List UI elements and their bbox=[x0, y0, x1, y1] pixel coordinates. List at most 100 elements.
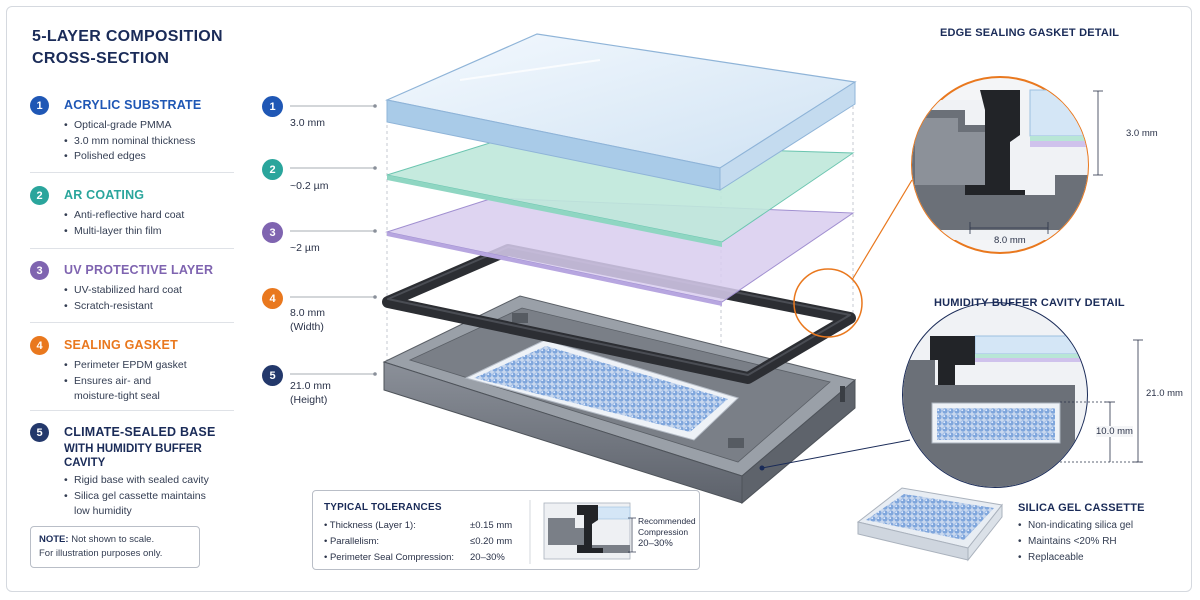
bullet: Multi-layer thin film bbox=[64, 224, 236, 240]
layer-number-badge: 2 bbox=[30, 186, 49, 205]
indicator-badge-4: 4 bbox=[262, 288, 283, 309]
leader-dot bbox=[373, 104, 377, 108]
bullet: Rigid base with sealed cavity bbox=[64, 473, 236, 489]
gasket-callout-circle bbox=[793, 268, 863, 338]
leader-dot bbox=[373, 229, 377, 233]
layer-title: SEALING GASKET bbox=[64, 338, 178, 352]
leader-dot bbox=[373, 295, 377, 299]
bullet-continuation: moisture-tight seal bbox=[74, 390, 160, 402]
bullet: Anti-reflective hard coat bbox=[64, 208, 236, 224]
layer-3-thickness: ~2 µm bbox=[290, 242, 320, 254]
layer-5-height: 21.0 mm (Height) bbox=[290, 379, 331, 407]
tolerances-title: TYPICAL TOLERANCES bbox=[324, 502, 442, 513]
layer-number-badge: 4 bbox=[30, 336, 49, 355]
bullet: UV-stabilized hard coat bbox=[64, 283, 236, 299]
legend-layer-3: 3 UV PROTECTIVE LAYER UV-stabilized hard … bbox=[30, 261, 236, 314]
layer-bullets: Rigid base with sealed cavity Silica gel… bbox=[64, 473, 236, 520]
tolerance-value: ≤0.20 mm bbox=[470, 536, 513, 547]
layer-number-badge: 3 bbox=[30, 261, 49, 280]
cassette-bullets: Non-indicating silica gel Maintains <20%… bbox=[1018, 518, 1133, 566]
leader-dot bbox=[373, 166, 377, 170]
legend-layer-1: 1 ACRYLIC SUBSTRATE Optical-grade PMMA 3.… bbox=[30, 96, 236, 165]
callout-leader-edge bbox=[851, 179, 913, 281]
tolerance-value: ±0.15 mm bbox=[470, 520, 513, 531]
layer-2-thickness: ~0.2 µm bbox=[290, 180, 329, 192]
bullet: Silica gel cassette maintains bbox=[64, 489, 236, 505]
cassette-bullet: Maintains <20% RH bbox=[1018, 534, 1133, 550]
tolerance-label: Parallelism: bbox=[329, 536, 380, 547]
diagram-frame bbox=[6, 6, 1192, 592]
acrylic-layer-1 bbox=[385, 33, 857, 191]
layer-5-height-value: 21.0 mm bbox=[290, 380, 331, 392]
note-line-2: For illustration purposes only. bbox=[39, 548, 163, 559]
legend-layer-5: 5 CLIMATE-SEALED BASE WITH HUMIDITY BUFFE… bbox=[30, 423, 236, 520]
indicator-leaders bbox=[290, 105, 375, 375]
title-line-1: 5-LAYER COMPOSITION bbox=[32, 28, 223, 45]
layer-number-badge: 1 bbox=[30, 96, 49, 115]
note-label: NOTE: bbox=[39, 534, 69, 545]
cassette-title: SILICA GEL CASSETTE bbox=[1018, 502, 1145, 514]
edge-detail-height: 3.0 mm bbox=[1126, 128, 1158, 139]
ar-layer-edge bbox=[387, 175, 722, 247]
tolerance-label: Thickness (Layer 1): bbox=[329, 520, 416, 531]
indicator-badge-3: 3 bbox=[262, 222, 283, 243]
compression-mini-diagram bbox=[529, 500, 636, 564]
cassette-bullet: Replaceable bbox=[1018, 550, 1133, 566]
rec-line-1: Recommended bbox=[638, 516, 696, 526]
bullet: Ensures air- and bbox=[64, 374, 236, 390]
legend-divider bbox=[30, 172, 234, 173]
leader-dot bbox=[373, 372, 377, 376]
tolerances-box bbox=[312, 490, 700, 570]
bullet: Polished edges bbox=[64, 149, 236, 165]
layer-bullets: Perimeter EPDM gasket Ensures air- and m… bbox=[64, 358, 236, 405]
bullet: 3.0 mm nominal thickness bbox=[64, 134, 236, 150]
title-line-2: CROSS-SECTION bbox=[32, 50, 170, 67]
layer-number-badge: 5 bbox=[30, 423, 49, 442]
tolerance-label: Perimeter Seal Compression: bbox=[329, 552, 455, 563]
bullet: Optical-grade PMMA bbox=[64, 118, 236, 134]
scale-note: NOTE: Not shown to scale. For illustrati… bbox=[30, 526, 200, 568]
cavity-detail-title: HUMIDITY BUFFER CAVITY DETAIL bbox=[934, 297, 1125, 309]
legend-divider bbox=[30, 248, 234, 249]
corner-post bbox=[728, 438, 744, 448]
legend-divider bbox=[30, 410, 234, 411]
base-layer-5 bbox=[382, 295, 857, 505]
page-title: 5-LAYER COMPOSITION CROSS-SECTION bbox=[32, 26, 223, 70]
cavity-total-height: 21.0 mm bbox=[1146, 388, 1183, 399]
layer-5-height-label: (Height) bbox=[290, 394, 328, 406]
layer-title: AR COATING bbox=[64, 188, 145, 202]
cavity-height: 10.0 mm bbox=[1096, 426, 1133, 437]
legend-layer-4: 4 SEALING GASKET Perimeter EPDM gasket En… bbox=[30, 336, 236, 405]
bullet-continuation: low humidity bbox=[74, 505, 132, 517]
layer-4-width-value: 8.0 mm bbox=[290, 307, 326, 319]
tolerance-row-compression: • Perimeter Seal Compression: bbox=[324, 552, 455, 563]
layer-title: ACRYLIC SUBSTRATE bbox=[64, 98, 202, 112]
tolerance-row-parallelism: • Parallelism: bbox=[324, 536, 380, 547]
recommended-compression: Recommended Compression 20–30% bbox=[638, 516, 696, 549]
layer-bullets: Optical-grade PMMA 3.0 mm nominal thickn… bbox=[64, 118, 236, 165]
gasket-layer-4 bbox=[382, 244, 856, 384]
tolerance-value: 20–30% bbox=[470, 552, 505, 563]
uv-layer-edge bbox=[387, 232, 722, 306]
legend-divider bbox=[30, 322, 234, 323]
cavity-detail-graphic bbox=[902, 302, 1143, 488]
legend-layer-2: 2 AR COATING Anti-reflective hard coat Mu… bbox=[30, 186, 236, 239]
indicator-badge-5: 5 bbox=[262, 365, 283, 386]
note-line-1: Not shown to scale. bbox=[68, 534, 155, 545]
edge-detail-graphic bbox=[911, 76, 1103, 254]
layer-subtitle: WITH HUMIDITY BUFFER CAVITY bbox=[64, 443, 202, 469]
edge-detail-title: EDGE SEALING GASKET DETAIL bbox=[940, 27, 1120, 39]
layer-title: UV PROTECTIVE LAYER bbox=[64, 263, 214, 277]
bullet: Scratch-resistant bbox=[64, 299, 236, 315]
bullet: Perimeter EPDM gasket bbox=[64, 358, 236, 374]
layer-bullets: UV-stabilized hard coat Scratch-resistan… bbox=[64, 283, 236, 314]
callout-leader-cavity bbox=[761, 439, 911, 469]
layer-1-thickness: 3.0 mm bbox=[290, 117, 326, 129]
indicator-badge-1: 1 bbox=[262, 96, 283, 117]
edge-detail-width: 8.0 mm bbox=[994, 235, 1026, 246]
layer-title: CLIMATE-SEALED BASE bbox=[64, 425, 216, 439]
layer-4-width-label: (Width) bbox=[290, 321, 324, 333]
tolerance-row-thickness: • Thickness (Layer 1): bbox=[324, 520, 416, 531]
silica-cassette-graphic bbox=[856, 487, 1003, 562]
